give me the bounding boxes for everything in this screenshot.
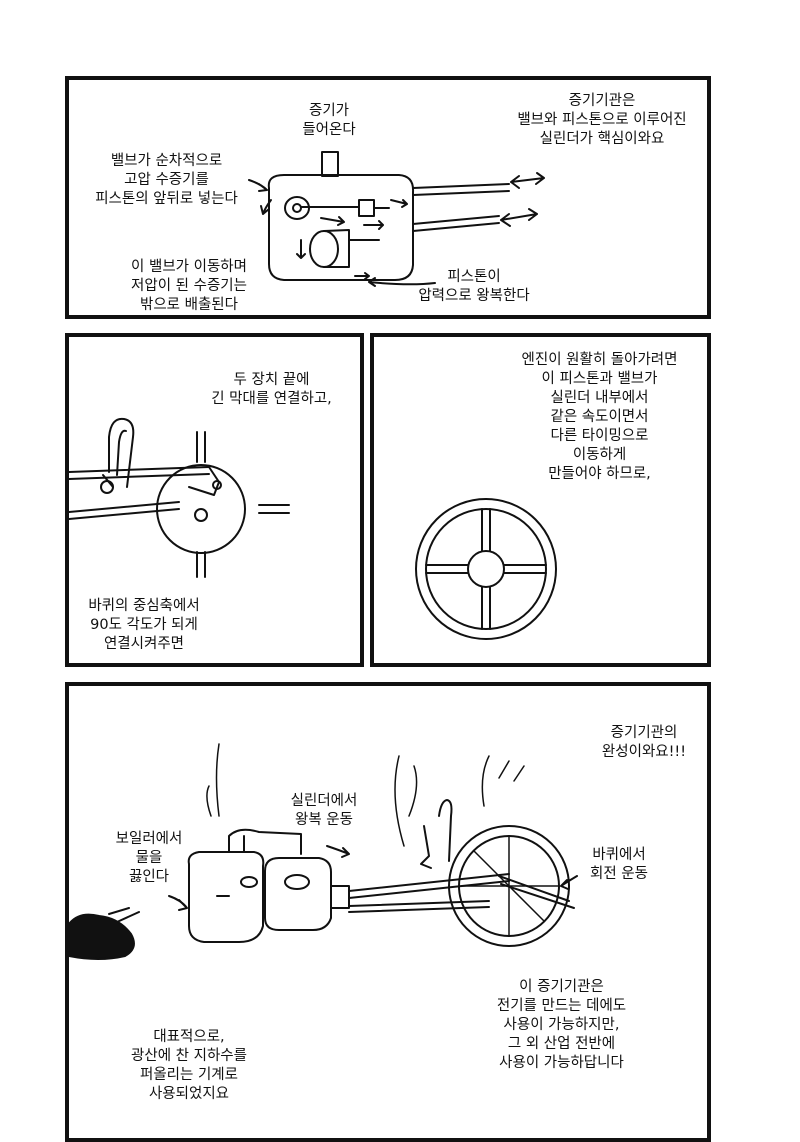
boiler <box>187 851 265 943</box>
caption-mine-pump: 대표적으로, 광산에 찬 지하수를 퍼올리는 기계로 사용되었지요 <box>131 1029 247 1102</box>
wheel-outline <box>156 464 246 554</box>
wheel-spoke <box>481 586 491 630</box>
caption-complete: 증기기관의 완성이와요!!! <box>601 725 687 760</box>
pointer-arrow-icon <box>248 179 268 192</box>
cylinder-drawing <box>248 151 545 287</box>
caption-connect-rods: 두 장치 끝에 긴 막대를 연결하고, <box>211 372 332 407</box>
wheel-center <box>194 508 208 522</box>
caption-exhaust: 이 밸브가 이동하며 저압이 된 수증기는 밖으로 배출된다 <box>131 259 247 313</box>
pointer-arrow-icon <box>260 199 272 215</box>
pointer-arrow-icon <box>560 875 578 890</box>
steam-inlet-pipe <box>321 151 339 177</box>
caption-wheel-motion: 바퀴에서 회전 운동 <box>590 847 648 882</box>
axis-line <box>196 431 206 463</box>
crank-wheel-drawing <box>69 417 290 578</box>
drive-wheel <box>448 825 570 947</box>
pointer-arrow-icon <box>326 845 350 858</box>
connecting-rod <box>348 873 510 899</box>
wheel-hub <box>467 550 505 588</box>
piston-long-rod <box>412 215 500 232</box>
wheel-spoke <box>481 508 491 552</box>
caption-cylinder-motion: 실린더에서 왕복 운동 <box>290 793 358 828</box>
connecting-rod <box>69 466 210 480</box>
piston-head <box>309 230 339 268</box>
panel-connecting-rods: 두 장치 끝에 긴 막대를 연결하고, 바퀴의 중심축에서 90도 각도가 되게… <box>65 333 364 667</box>
connecting-rod <box>348 900 490 913</box>
shadow-blob <box>69 913 135 960</box>
pointer-arrow-icon <box>368 277 436 287</box>
pointer-arrow-icon <box>168 895 188 911</box>
caption-timing: 엔진이 원활히 돌아가려면 이 피스톤과 밸브가 실린더 내부에서 같은 속도이… <box>521 352 678 482</box>
caption-axle-90: 바퀴의 중심축에서 90도 각도가 되게 연결시켜주면 <box>88 598 200 652</box>
steam-engine-drawing <box>69 743 578 960</box>
caption-piston: 피스톤이 압력으로 왕복한다 <box>418 269 530 304</box>
wheel-spoke <box>503 564 547 574</box>
valve-long-rod <box>412 183 510 196</box>
wheel-rim-outer <box>415 498 557 640</box>
connecting-rod <box>69 501 180 520</box>
wheel-spoke <box>425 564 469 574</box>
caption-boiler: 보일러에서 물을 끓인다 <box>115 831 183 885</box>
caption-electricity: 이 증기기관은 전기를 만드는 데에도 사용이 가능하지만, 그 외 산업 전반… <box>496 979 627 1071</box>
double-arrow-icon <box>510 172 545 189</box>
caption-valve-order: 밸브가 순차적으로 고압 수증기를 피스톤의 앞뒤로 넣는다 <box>95 153 238 207</box>
wheel-drawing <box>415 498 557 640</box>
background-sketch <box>206 743 220 817</box>
frame-loop <box>108 417 135 488</box>
double-arrow-icon <box>500 208 538 227</box>
valve-rod <box>300 199 390 217</box>
engine-cylinder <box>264 857 332 931</box>
caption-steam-in: 증기가 들어온다 <box>302 103 356 138</box>
cylinder-body <box>267 174 415 281</box>
panel-timing: 엔진이 원활히 돌아가려면 이 피스톤과 밸브가 실린더 내부에서 같은 속도이… <box>370 333 711 667</box>
valve-head <box>284 196 310 220</box>
panel-complete-engine: 증기기관의 완성이와요!!! 실린더에서 왕복 운동 보일러에서 물을 끓인다 … <box>65 682 711 1142</box>
caption-cylinder-core: 증기기관은 밸브와 피스톤으로 이루어진 실린더가 핵심이와요 <box>517 93 687 147</box>
panel-cylinder: 증기가 들어온다 증기기관은 밸브와 피스톤으로 이루어진 실린더가 핵심이와요… <box>65 76 711 319</box>
wheel-rim-inner <box>425 508 547 630</box>
